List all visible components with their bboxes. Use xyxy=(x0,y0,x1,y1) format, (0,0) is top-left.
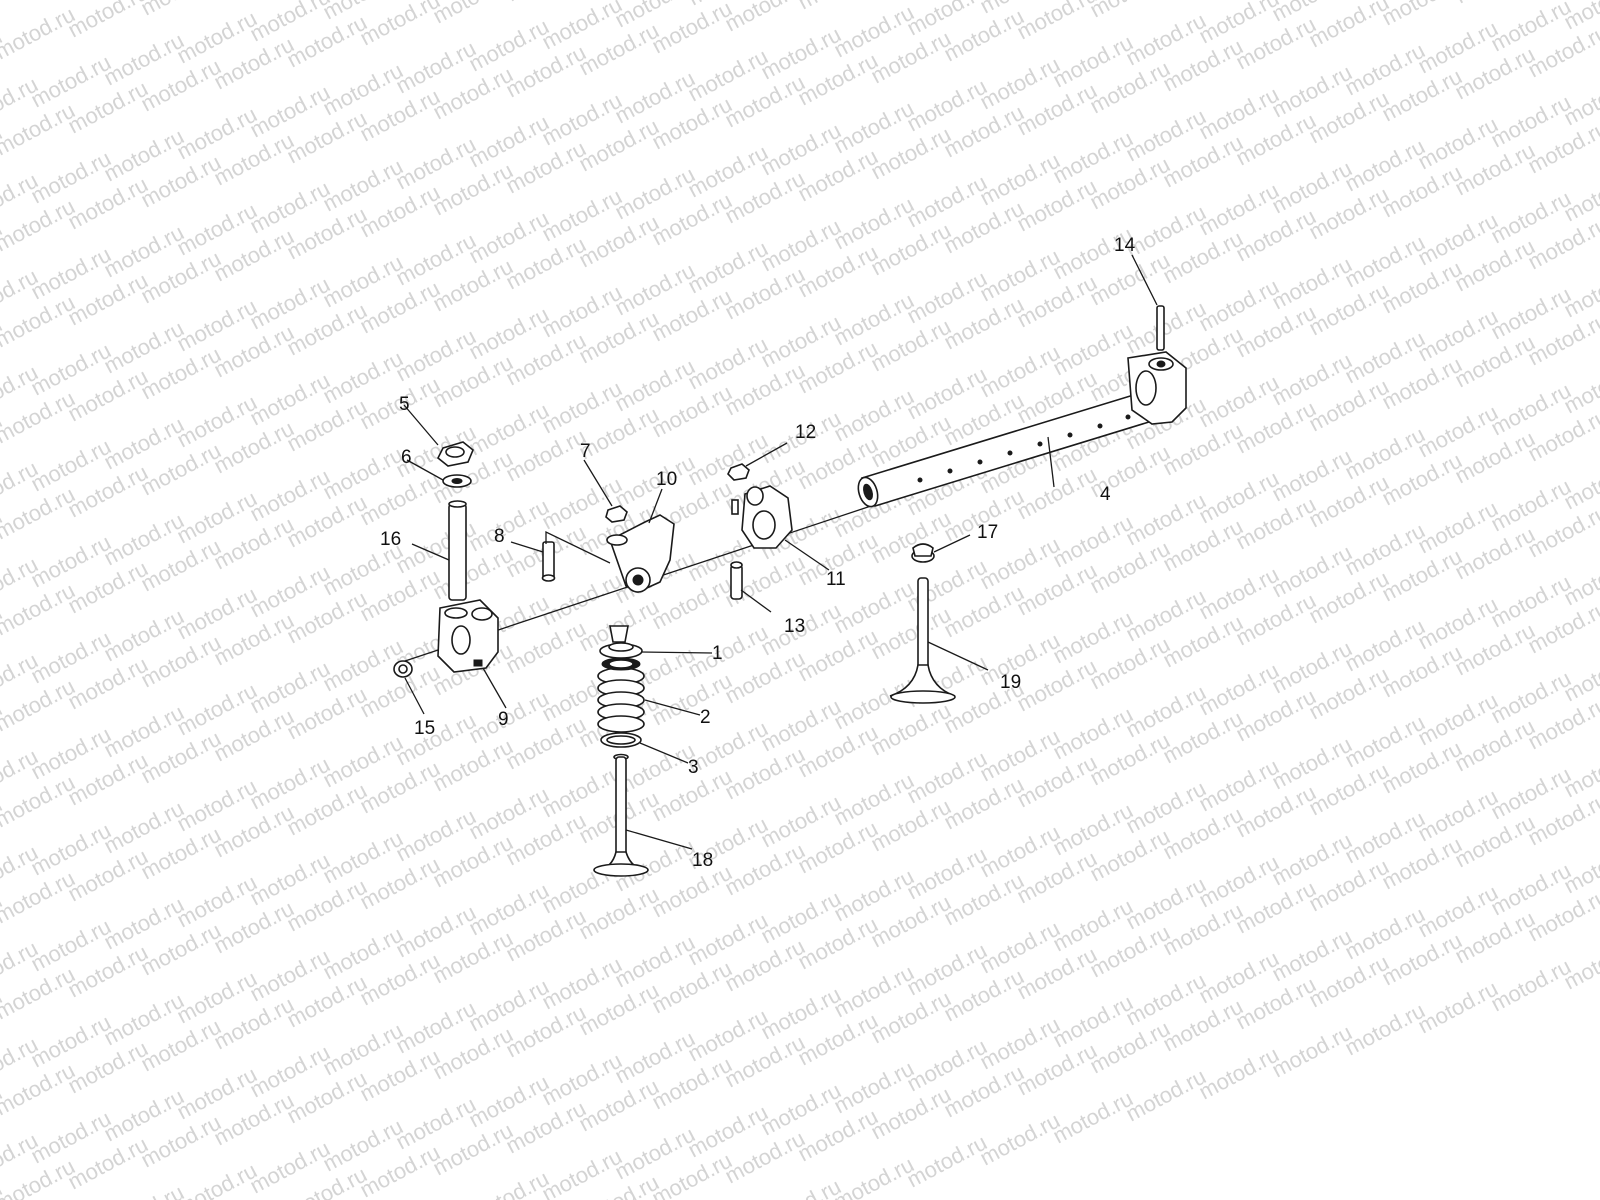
callout-9: 9 xyxy=(498,709,509,730)
part-15-circlip xyxy=(393,660,413,678)
part-8-screw xyxy=(541,541,556,582)
callout-17: 17 xyxy=(977,522,998,543)
callout-4: 4 xyxy=(1100,484,1111,505)
part-1-spring-retainer xyxy=(599,625,643,659)
callout-18: 18 xyxy=(692,850,713,871)
part-12-nut xyxy=(727,463,750,481)
part-10-rocker-arm xyxy=(606,514,675,593)
callout-1: 1 xyxy=(712,643,723,664)
part-16-stud xyxy=(448,500,467,601)
part-11-rocker-arm xyxy=(731,485,793,549)
callout-10: 10 xyxy=(656,469,677,490)
callout-labels: 1 2 3 4 5 6 7 8 9 10 11 12 13 14 15 16 1… xyxy=(380,235,1136,871)
part-13-adjusting-screw xyxy=(730,561,743,600)
callout-6: 6 xyxy=(401,447,412,468)
part-17-valve-keepers xyxy=(911,543,935,563)
callout-7: 7 xyxy=(580,441,591,462)
part-8-guide-line xyxy=(545,530,611,564)
part-3-spring-seat xyxy=(600,732,642,748)
callout-12: 12 xyxy=(795,422,816,443)
callout-8: 8 xyxy=(494,526,505,547)
part-14-pin xyxy=(1156,305,1165,351)
right-shaft-bracket xyxy=(1127,351,1187,425)
callout-5: 5 xyxy=(399,394,410,415)
callout-11: 11 xyxy=(826,569,846,590)
callout-3: 3 xyxy=(688,757,699,778)
part-19-valve xyxy=(889,577,956,704)
part-6-washer xyxy=(442,474,472,488)
callout-19: 19 xyxy=(1000,672,1021,693)
part-18-valve xyxy=(593,753,649,877)
callout-13: 13 xyxy=(784,616,805,637)
part-5-nut xyxy=(436,441,474,467)
part-7-nut xyxy=(605,505,628,523)
part-9-left-bracket xyxy=(437,599,499,673)
part-2-valve-spring xyxy=(597,657,645,733)
callout-14: 14 xyxy=(1114,235,1136,256)
part-4-rocker-shaft xyxy=(857,389,1164,508)
callout-15: 15 xyxy=(414,718,435,739)
callout-16: 16 xyxy=(380,529,401,550)
leader-lines xyxy=(403,254,1158,850)
callout-2: 2 xyxy=(700,707,711,728)
